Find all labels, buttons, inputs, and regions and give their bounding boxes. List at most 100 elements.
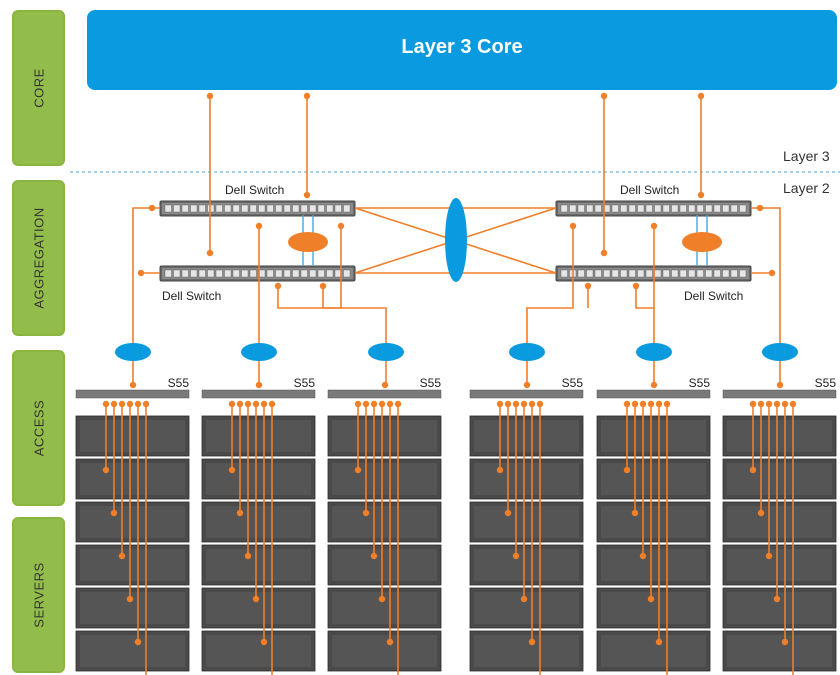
access-uplink <box>635 286 654 309</box>
aggregation-switch-right-top-faceplate <box>558 203 749 214</box>
access-switch-s55 <box>722 389 837 399</box>
server-face <box>80 506 185 538</box>
vlt-lag-oval-left <box>288 232 328 252</box>
server-face <box>727 506 832 538</box>
server-nic-dot <box>110 509 118 517</box>
server-face <box>601 420 706 452</box>
server-port-dot <box>228 400 236 408</box>
server-port-dot <box>236 400 244 408</box>
aggregation-switch-right-top-port <box>628 204 636 213</box>
server-face <box>727 420 832 452</box>
server-face <box>206 420 311 452</box>
server-nic-dot <box>244 552 252 560</box>
access-lag-oval <box>762 343 798 361</box>
access-uplink-dot <box>129 381 137 389</box>
aggregation-switch-right-bottom-port <box>739 269 747 278</box>
server-face <box>332 635 437 667</box>
aggregation-switch-right-top-port <box>705 204 713 213</box>
server-face <box>332 592 437 624</box>
server-port-dot <box>378 400 386 408</box>
server-face <box>727 592 832 624</box>
access-lag-oval <box>241 343 277 361</box>
server-face <box>206 506 311 538</box>
aggregation-switch-left-bottom-port <box>283 269 291 278</box>
aggregation-switch-left-top-port <box>249 204 257 213</box>
server-nic-dot <box>102 466 110 474</box>
access-switch-label: S55 <box>815 376 837 390</box>
server-nic-dot <box>134 638 142 646</box>
server-nic-dot <box>126 595 134 603</box>
aggregation-switch-right-bottom-port <box>696 269 704 278</box>
aggregation-switch-left-top-port <box>326 204 334 213</box>
aggregation-switch-left-top-port <box>300 204 308 213</box>
server-port-dot <box>504 400 512 408</box>
aggregation-switch-left-bottom-port <box>266 269 274 278</box>
server-face <box>601 635 706 667</box>
server-port-dot <box>639 400 647 408</box>
aggregation-switch-left-top-port <box>224 204 232 213</box>
vlt-lag-oval-right <box>682 232 722 252</box>
access-switch-s55 <box>75 389 190 399</box>
aggregation-switch-left-bottom-port <box>198 269 206 278</box>
server-nic-dot <box>354 466 362 474</box>
aggregation-switch-left-top-port <box>190 204 198 213</box>
access-switch-label: S55 <box>562 376 584 390</box>
server-port-dot <box>773 400 781 408</box>
server-face <box>474 549 579 581</box>
aggregation-switch-right-bottom-port <box>628 269 636 278</box>
aggregation-tier-label: AGGREGATION <box>12 180 65 336</box>
aggregation-switch-right-bottom-port <box>705 269 713 278</box>
core-uplink-dot <box>600 249 608 257</box>
server-face <box>80 549 185 581</box>
aggregation-switch-right-top-port <box>688 204 696 213</box>
server-face <box>474 635 579 667</box>
server-port-dot <box>386 400 394 408</box>
aggregation-switch-left-bottom-port <box>181 269 189 278</box>
server-face <box>80 463 185 495</box>
server-face <box>601 592 706 624</box>
aggregation-switch-left-bottom-port <box>343 269 351 278</box>
server-port-dot <box>647 400 655 408</box>
access-switch-label: S55 <box>420 376 442 390</box>
aggregation-switch-left-bottom-port <box>241 269 249 278</box>
aggregation-switch-left-top-port <box>317 204 325 213</box>
access-switch-s55 <box>327 389 442 399</box>
access-switch-label: S55 <box>294 376 316 390</box>
server-port-dot <box>757 400 765 408</box>
center-lag-ellipse <box>445 198 467 282</box>
server-port-dot <box>362 400 370 408</box>
server-face <box>727 635 832 667</box>
server-port-dot <box>142 400 150 408</box>
aggregation-switch-right-top-port <box>645 204 653 213</box>
aggregation-switch-left-top-port <box>164 204 172 213</box>
aggregation-switch-left-bottom-port <box>326 269 334 278</box>
server-nic-dot <box>528 638 536 646</box>
aggregation-switch-left-bottom-faceplate <box>162 268 353 279</box>
aggregation-switch-right-top-port <box>620 204 628 213</box>
aggregation-switch-right-bottom-port <box>654 269 662 278</box>
aggregation-switch-left-top-port <box>173 204 181 213</box>
server-nic-dot <box>631 509 639 517</box>
server-nic-dot <box>512 552 520 560</box>
server-face <box>332 506 437 538</box>
server-nic-dot <box>520 595 528 603</box>
server-face <box>80 420 185 452</box>
aggregation-switch-right-bottom-port <box>620 269 628 278</box>
server-nic-dot <box>749 466 757 474</box>
server-face <box>206 635 311 667</box>
server-nic-dot <box>647 595 655 603</box>
aggregation-switch-left-top-port <box>275 204 283 213</box>
port-dot <box>137 269 145 277</box>
aggregation-switch-right-top-port <box>637 204 645 213</box>
core-tier-label: CORE <box>12 10 65 166</box>
server-nic-dot <box>773 595 781 603</box>
aggregation-switch-left-top-port <box>241 204 249 213</box>
aggregation-switch-left-top-port <box>198 204 206 213</box>
port-dot <box>337 222 345 230</box>
aggregation-switch-left-top-port <box>215 204 223 213</box>
access-switch-s55 <box>201 389 316 399</box>
port-dot <box>255 222 263 230</box>
core-uplink-dot <box>303 92 311 100</box>
aggregation-switch-left-bottom-port <box>300 269 308 278</box>
server-port-dot <box>496 400 504 408</box>
